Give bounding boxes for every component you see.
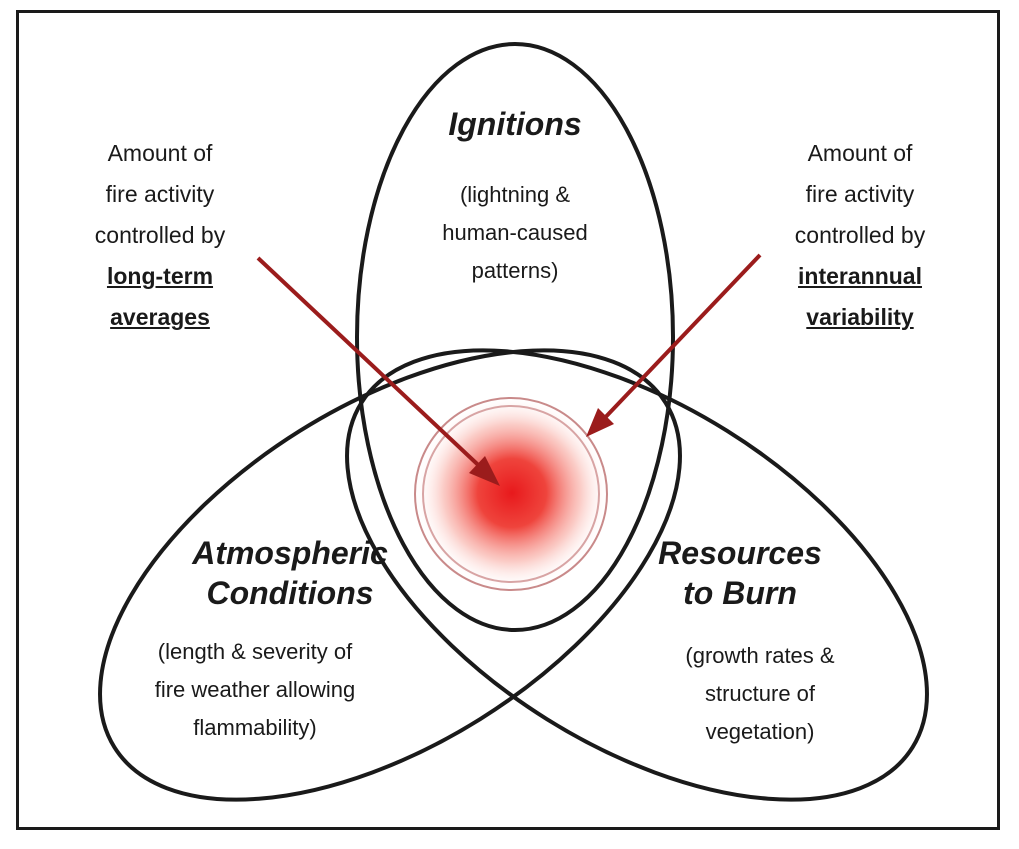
left-note: Amount of fire activity controlled by lo… [60,133,260,338]
left-note-key-2: averages [110,304,210,330]
resources-description: (growth rates & structure of vegetation) [685,643,835,744]
resources-ellipse [345,348,929,802]
atmospheric-description: (length & severity of fire weather allow… [154,639,356,740]
fire-core [414,395,610,591]
left-note-key-1: long-term [106,263,214,289]
fire-ring-outer [414,397,608,591]
arrow-long-term [256,256,494,480]
right-note-key-1: interannual [798,263,922,289]
atmospheric-ellipse [98,348,682,802]
fire-ring-inner [422,405,600,583]
right-note: Amount of fire activity controlled by in… [760,133,960,338]
arrow-interannual [596,253,762,427]
arrow-interannual-head [586,408,614,437]
right-note-key-2: variability [806,304,914,330]
ignitions-description: (lightning & human-caused patterns) [442,182,588,283]
ignitions-title: Ignitions [448,106,582,142]
atmospheric-title: Atmospheric Conditions [192,535,388,611]
resources-title: Resources to Burn [658,535,822,611]
ignitions-ellipse [355,42,675,632]
diagram-frame [16,10,1000,830]
arrow-long-term-head [469,456,500,486]
